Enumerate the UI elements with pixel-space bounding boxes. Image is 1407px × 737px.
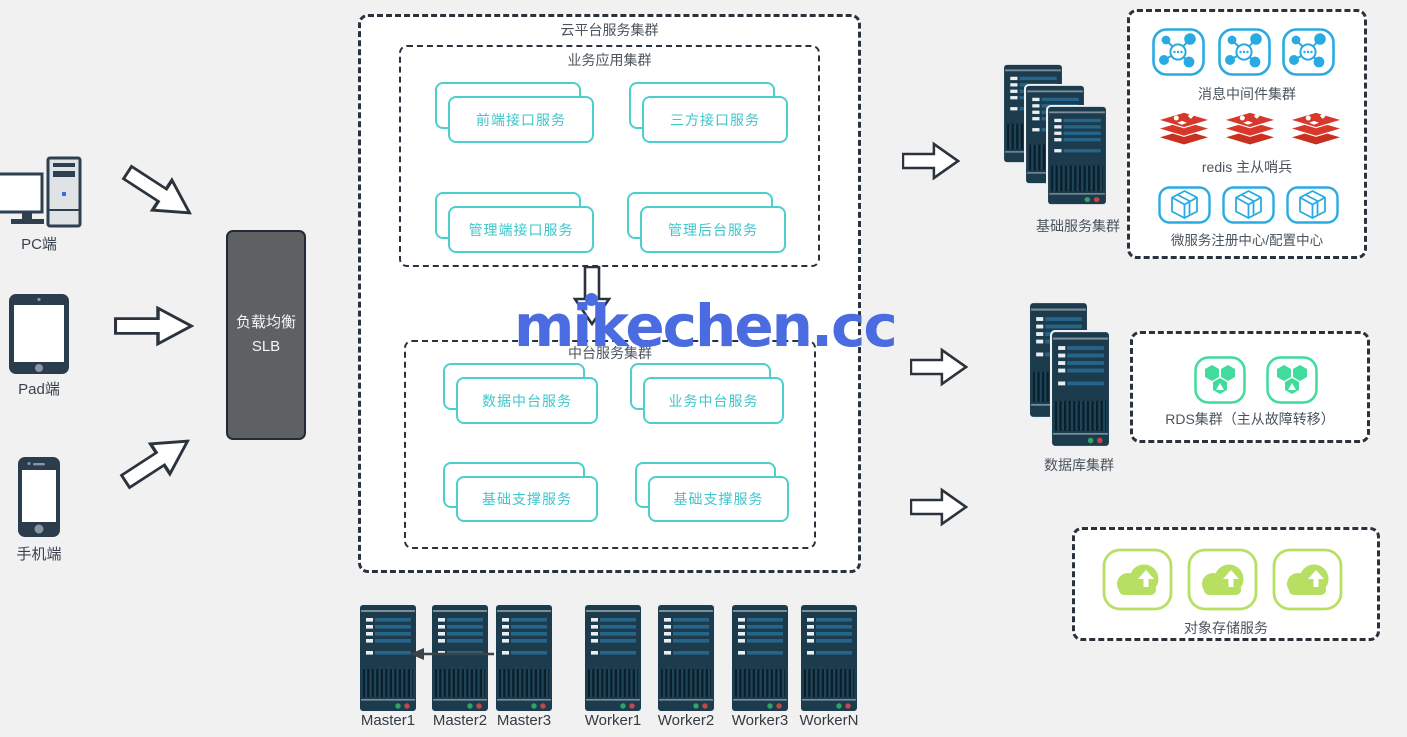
watermark: mikechen.cc (514, 292, 898, 360)
arrow-to-base-services (902, 141, 960, 181)
rds-panel (1130, 331, 1370, 443)
mq-icon (1152, 28, 1205, 76)
pad-icon (8, 293, 70, 375)
redis-label: redis 主从哨兵 (1201, 159, 1293, 175)
app-cluster-box (399, 45, 820, 267)
service-label: 基础支撑服务 (648, 476, 789, 522)
load-balancer-slb: 负载均衡 SLB (226, 230, 306, 440)
rack-label: Worker1 (584, 712, 642, 729)
redis-icon (1287, 110, 1345, 153)
arrow-to-storage (910, 487, 968, 527)
database-label: 数据库集群 (1044, 457, 1114, 473)
arrow-pad-to-slb (114, 305, 194, 347)
oss-cloud-icon (1102, 548, 1173, 611)
phone-icon (17, 456, 61, 538)
database-server-2 (1050, 330, 1111, 448)
mid-cluster-box (404, 340, 816, 549)
rack-worker3 (730, 603, 790, 713)
registry-icon (1222, 186, 1275, 224)
rack-label: Worker3 (731, 712, 789, 729)
service-label: 基础支撑服务 (456, 476, 598, 522)
rack-label: Master1 (360, 712, 416, 729)
slb-line2: SLB (251, 338, 281, 355)
service-label: 数据中台服务 (456, 377, 598, 424)
pc-icon (0, 150, 84, 230)
rack-workern (799, 603, 859, 713)
rack-label: Master2 (432, 712, 488, 729)
rack-worker1 (583, 603, 643, 713)
cloud-platform-title: 云平台服务集群 (560, 22, 659, 38)
redis-icon (1221, 110, 1279, 153)
rack-worker2 (656, 603, 716, 713)
rack-label: WorkerN (799, 712, 859, 729)
service-label: 业务中台服务 (643, 377, 784, 424)
service-label: 前端接口服务 (448, 96, 594, 143)
service-label: 管理端接口服务 (448, 206, 594, 253)
registry-icon (1158, 186, 1211, 224)
rds-icon (1266, 356, 1318, 404)
rack-master3 (494, 603, 554, 713)
phone-label: 手机端 (16, 546, 62, 563)
service-label: 三方接口服务 (642, 96, 788, 143)
app-cluster-title: 业务应用集群 (567, 52, 652, 68)
rack-master1 (358, 603, 418, 713)
arrow-master3-to-master1 (410, 646, 496, 662)
mid-cluster-title: 中台服务集群 (568, 345, 652, 361)
mq-label: 消息中间件集群 (1198, 86, 1296, 102)
watermark-dot (585, 293, 598, 306)
registry-label: 微服务注册中心/配置中心 (1170, 233, 1324, 248)
registry-icon (1286, 186, 1339, 224)
rds-label: RDS集群（主从故障转移） (1165, 411, 1335, 427)
mq-icon (1218, 28, 1271, 76)
arrow-phone-to-slb (113, 422, 201, 500)
slb-line1: 负载均衡 (235, 314, 296, 331)
oss-cloud-icon (1187, 548, 1258, 611)
mq-icon (1282, 28, 1335, 76)
rack-label: Master3 (496, 712, 552, 729)
rds-icon (1194, 356, 1246, 404)
base-services-label: 基础服务集群 (1036, 218, 1120, 234)
arrow-pc-to-slb (115, 154, 203, 232)
oss-cloud-icon (1272, 548, 1343, 611)
pad-label: Pad端 (18, 381, 60, 398)
redis-icon (1155, 110, 1213, 153)
rack-label: Worker2 (657, 712, 715, 729)
arrow-to-database (910, 347, 968, 387)
pc-label: PC端 (21, 236, 57, 253)
service-label: 管理后台服务 (640, 206, 786, 253)
oss-label: 对象存储服务 (1184, 620, 1268, 636)
base-services-server-3 (1046, 105, 1108, 206)
